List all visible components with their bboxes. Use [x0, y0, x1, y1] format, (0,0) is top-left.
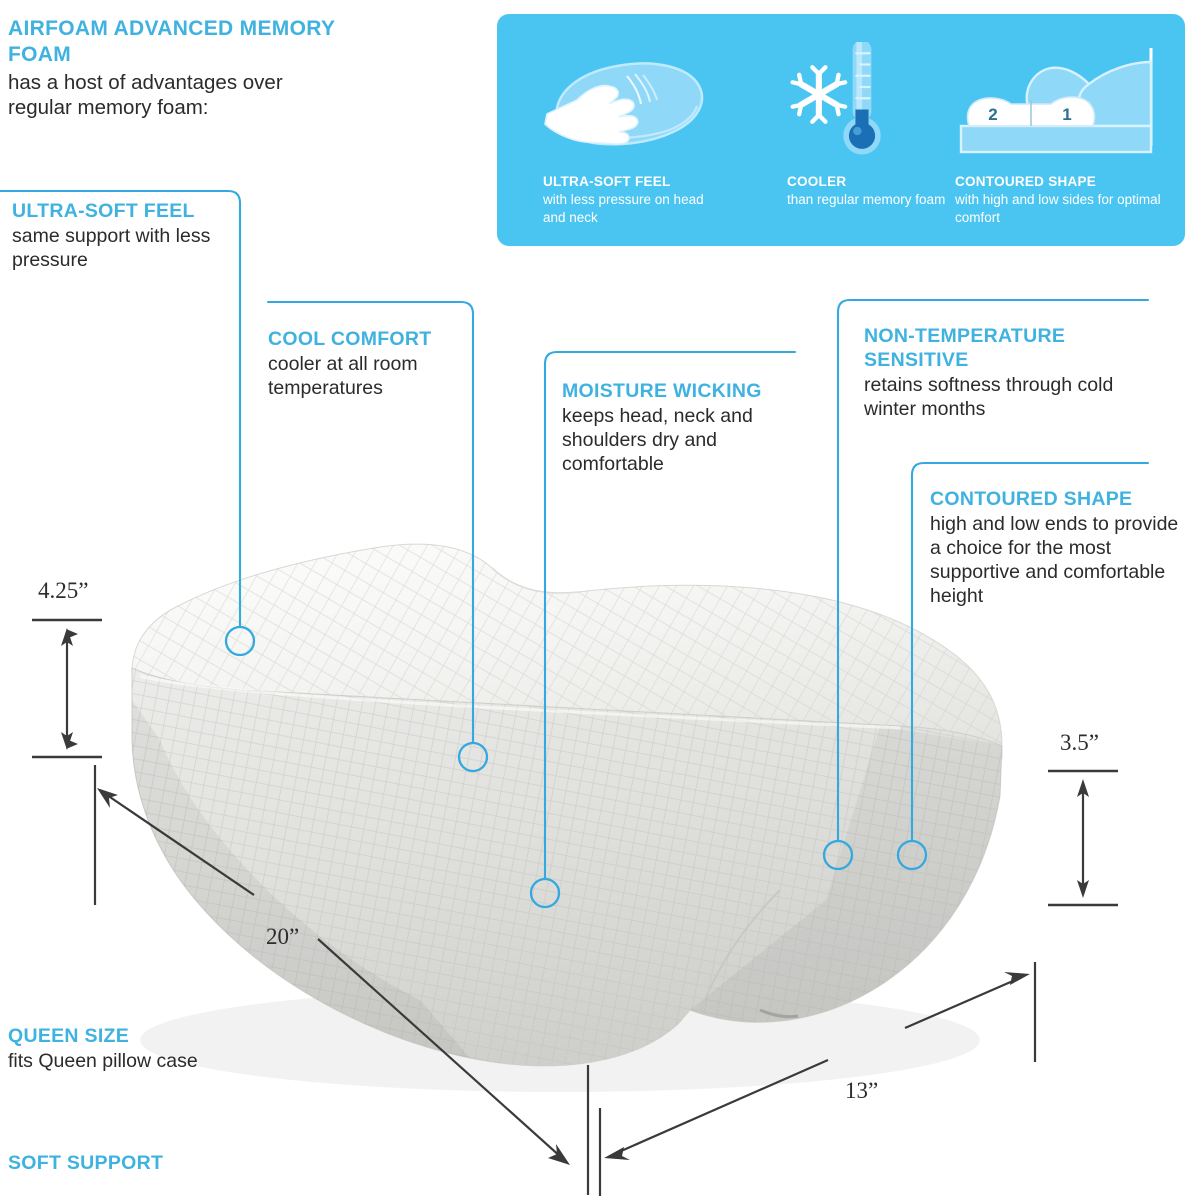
callout-heading-soft-support: Soft Support: [8, 1152, 164, 1174]
callout-body-cool-comfort: cooler at all room temperatures: [268, 352, 418, 399]
callout-body-ultra-soft-feel: same support with less pressure: [12, 224, 211, 271]
feature-banner: Ultra-Soft Feel with less pressure on he…: [497, 14, 1185, 246]
callout-heading-contoured-shape: Contoured Shape: [930, 488, 1133, 510]
snowflake-thermometer-icon: [790, 42, 881, 155]
dimension-height-low-end: [1048, 769, 1118, 907]
callout-queen-size: Queen Size fits Queen pillow case: [8, 1025, 308, 1074]
banner-text-contoured-shape: Contoured Shape with high and low sides …: [955, 174, 1170, 227]
hand-pressing-pillow-icon: [544, 62, 704, 146]
banner-body-0: with less pressure on head and neck: [543, 192, 704, 225]
callout-body-queen-size: fits Queen pillow case: [8, 1049, 198, 1072]
dimension-label-length: 20”: [266, 924, 300, 949]
thermometer-icon: [843, 42, 881, 155]
callout-heading-queen-size: Queen Size: [8, 1025, 130, 1047]
callout-body-moisture-wicking: keeps head, neck and shoulders dry and c…: [562, 404, 753, 475]
pillow-lobe-label-2: 2: [988, 105, 997, 124]
banner-column-ultra-soft-feel: Ultra-Soft Feel with less pressure on he…: [521, 14, 721, 246]
intro-body: has a host of advantages over regular me…: [8, 71, 283, 120]
banner-text-cooler: Cooler than regular memory foam: [787, 174, 957, 209]
dimension-width: [598, 962, 1037, 1196]
banner-heading-1: Cooler: [787, 174, 847, 189]
dimension-label-height-high-end: 4.25”: [38, 578, 89, 603]
banner-column-contoured-shape: 2 1 Contoured Shape with high and low si…: [945, 14, 1175, 246]
intro-heading: AirFoam Advanced Memory Foam: [8, 17, 335, 66]
callout-moisture-wicking: Moisture Wicking keeps head, neck and sh…: [562, 380, 812, 477]
dimension-label-width: 13”: [845, 1078, 879, 1103]
snowflake-icon: [790, 65, 848, 124]
banner-heading-2: Contoured Shape: [955, 174, 1097, 189]
callout-non-temperature-sensitive: Non-Temperature Sensitive retains softne…: [864, 325, 1164, 422]
intro-block: AirFoam Advanced Memory Foam has a host …: [8, 16, 338, 121]
dimension-height-high-end: [32, 618, 102, 759]
banner-heading-0: Ultra-Soft Feel: [543, 174, 671, 189]
endpoint-cool-comfort: [457, 741, 489, 773]
banner-text-ultra-soft-feel: Ultra-Soft Feel with less pressure on he…: [543, 174, 723, 227]
dimension-label-height-low-end: 3.5”: [1060, 730, 1099, 755]
callout-body-contoured-shape: high and low ends to provide a choice fo…: [930, 512, 1179, 607]
endpoint-contoured-shape: [896, 839, 928, 871]
head-on-contoured-pillow-icon: 2 1: [959, 48, 1153, 154]
callout-heading-ultra-soft-feel: Ultra-Soft Feel: [12, 200, 195, 222]
callout-cool-comfort: Cool Comfort cooler at all room temperat…: [268, 328, 513, 401]
banner-column-cooler: Cooler than regular memory foam: [755, 14, 945, 246]
pillow-lobe-label-1: 1: [1062, 105, 1071, 124]
callout-heading-moisture-wicking: Moisture Wicking: [562, 380, 762, 402]
endpoint-non-temperature-sensitive: [822, 839, 854, 871]
dimension-length: [93, 765, 590, 1195]
endpoint-moisture-wicking: [529, 877, 561, 909]
callout-contoured-shape: Contoured Shape high and low ends to pro…: [930, 488, 1190, 609]
banner-body-1: than regular memory foam: [787, 192, 946, 208]
banner-body-2: with high and low sides for optimal comf…: [955, 192, 1161, 225]
callout-heading-non-temperature-sensitive: Non-Temperature Sensitive: [864, 325, 1066, 371]
endpoint-ultra-soft-feel: [224, 625, 256, 657]
pillow-body: [131, 543, 1003, 1067]
callout-heading-cool-comfort: Cool Comfort: [268, 328, 432, 350]
callout-body-non-temperature-sensitive: retains softness through cold winter mon…: [864, 373, 1114, 420]
callout-soft-support: Soft Support: [8, 1152, 308, 1176]
callout-ultra-soft-feel: Ultra-Soft Feel same support with less p…: [12, 200, 262, 273]
